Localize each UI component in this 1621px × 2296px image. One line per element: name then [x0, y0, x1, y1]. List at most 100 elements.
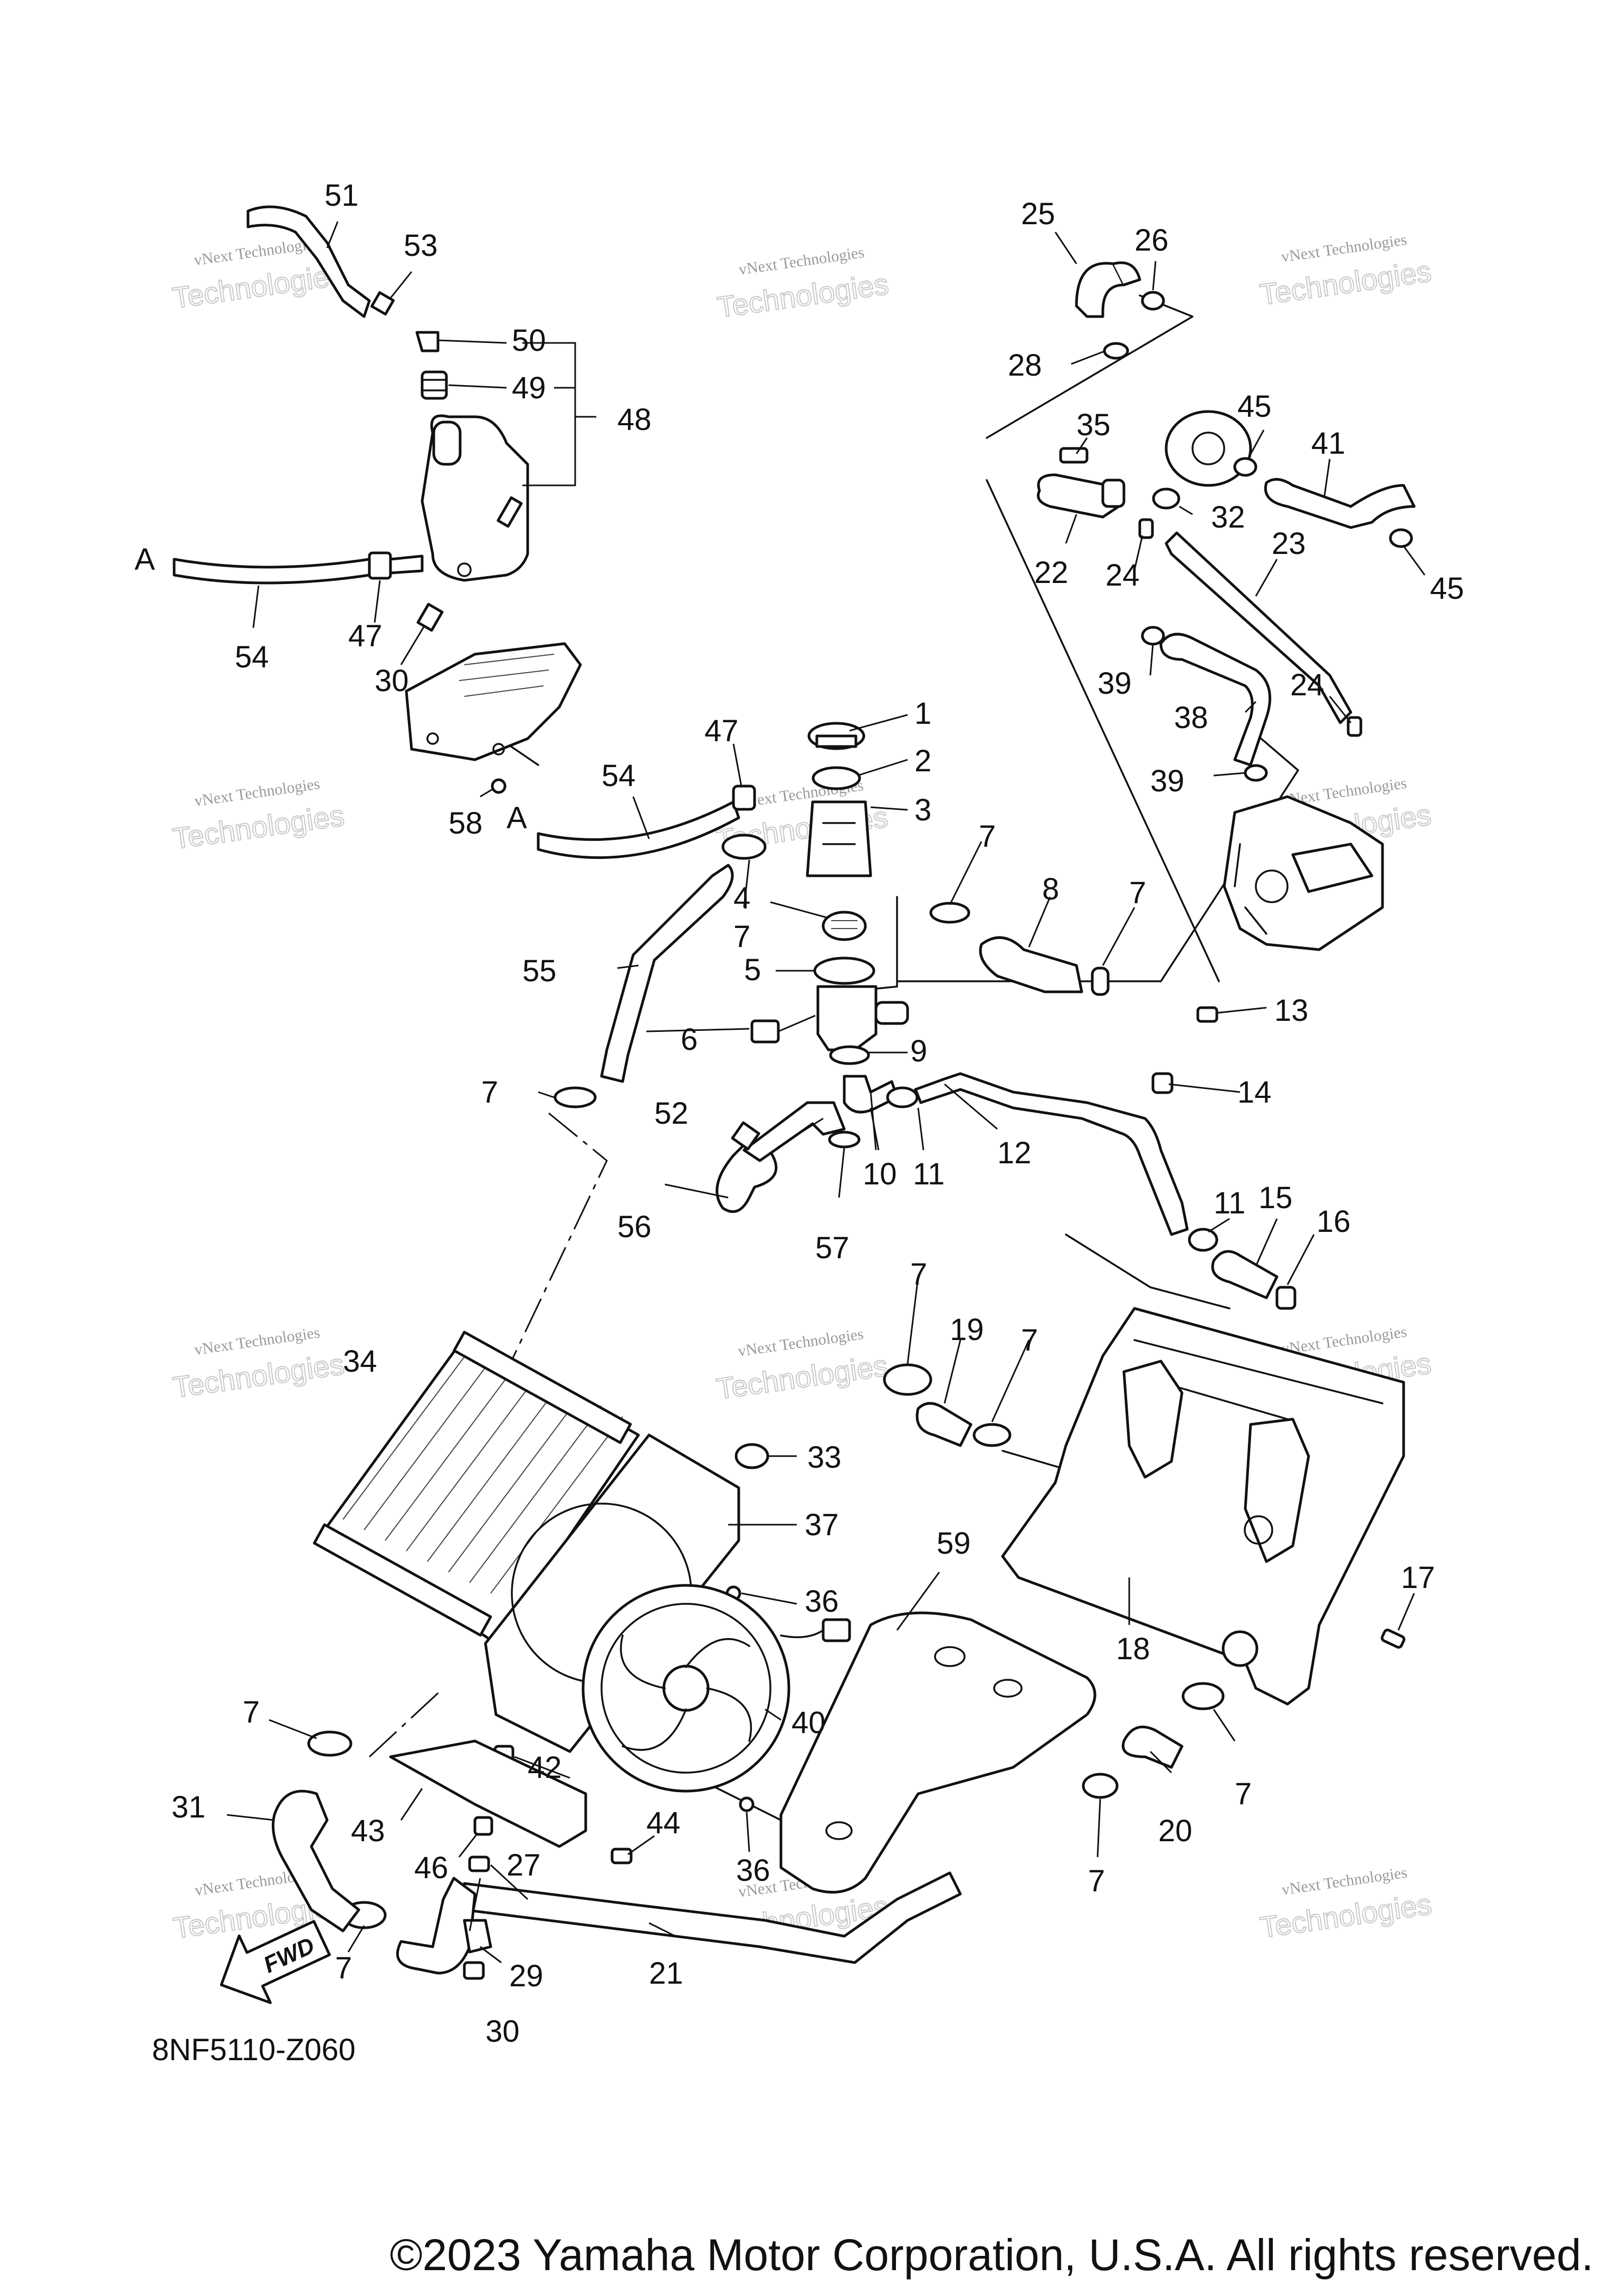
clamp-11-right [1188, 1228, 1218, 1252]
callout-34: 34 [343, 1344, 377, 1379]
callout-36-bottom: 36 [736, 1853, 770, 1888]
callout-38: 38 [1174, 701, 1208, 735]
callout-42: 42 [528, 1750, 562, 1785]
clamp-7-hose8-b [1091, 967, 1110, 996]
cushion-33 [735, 1443, 769, 1469]
callout-16: 16 [1317, 1204, 1351, 1239]
reservoir-breather-hose [246, 205, 395, 318]
callout-30-top: 30 [375, 664, 409, 698]
callout-51: 51 [325, 178, 359, 213]
callout-4: 4 [733, 881, 750, 915]
clip-24-bottom [1347, 716, 1362, 737]
callout-29: 29 [509, 1959, 543, 1993]
callout-22: 22 [1034, 556, 1069, 590]
hose-20 [1122, 1725, 1184, 1769]
clip-52 [731, 1121, 760, 1151]
bracket-29 [463, 1919, 492, 1954]
hose-8 [979, 936, 1083, 993]
callout-39-top: 39 [1098, 666, 1132, 701]
assembly-line-radiator-lower [368, 1687, 444, 1758]
callout-44: 44 [646, 1806, 681, 1840]
callout-58: 58 [449, 806, 483, 840]
clamp-28 [1103, 342, 1129, 360]
callout-7-hose8-b: 7 [1129, 876, 1146, 910]
callout-50: 50 [512, 323, 546, 358]
callout-30-bottom: 30 [485, 2014, 520, 2049]
callout-7-55-top: 7 [733, 920, 750, 954]
frame-18 [1001, 1307, 1405, 1706]
bracket-line-48 [522, 342, 596, 486]
hose-21 [396, 1871, 962, 1975]
callout-26: 26 [1134, 223, 1169, 257]
callout-47-mid: 47 [704, 714, 739, 748]
bolt-13 [1196, 1006, 1218, 1023]
callout-52: 52 [654, 1096, 689, 1131]
clip-30-bottom [463, 1961, 485, 1980]
hose-55 [600, 864, 734, 1083]
callout-labels: 1 2 3 4 5 6 7 7 7 7 7 7 7 7 7 7 8 9 10 1… [135, 178, 1464, 2067]
clamp-7-55-bottom [554, 1086, 597, 1108]
clamp-39-top [1141, 626, 1165, 646]
callout-32: 32 [1211, 500, 1245, 534]
clamp-47-mid [732, 785, 756, 811]
callout-12: 12 [997, 1136, 1032, 1170]
callout-6: 6 [681, 1022, 698, 1057]
callout-3: 3 [914, 793, 931, 827]
callout-27: 27 [507, 1848, 541, 1882]
clamp-7-31 [307, 1730, 352, 1757]
callout-24-top: 24 [1105, 558, 1140, 592]
callout-57: 57 [815, 1231, 850, 1265]
callout-7-19-bottom: 7 [1021, 1323, 1038, 1357]
callout-11-right: 11 [1214, 1186, 1245, 1220]
callout-59: 59 [937, 1526, 971, 1561]
callout-49: 49 [512, 371, 546, 405]
callout-23: 23 [1272, 527, 1306, 561]
nut-46 [473, 1816, 493, 1836]
clamp-11-left [886, 1086, 919, 1108]
callout-7-31: 7 [243, 1695, 260, 1729]
pump-cover [1165, 410, 1252, 487]
callout-15: 15 [1258, 1181, 1293, 1215]
clamp-16 [1275, 1286, 1296, 1310]
callout-54-top: 54 [235, 640, 269, 674]
leader-lines [226, 221, 1426, 1964]
callout-11-left: 11 [913, 1157, 945, 1191]
filler-neck-3 [806, 800, 872, 877]
coolant-reservoir-tank [421, 414, 529, 582]
callout-37: 37 [805, 1508, 839, 1542]
callout-7-hose8-a: 7 [979, 819, 996, 854]
callout-40: 40 [792, 1706, 826, 1740]
reservoir-bracket [405, 642, 582, 761]
bracket-clip-30-top [416, 602, 444, 632]
clamp-7-55-top [721, 834, 767, 860]
bolt-17 [1380, 1629, 1406, 1649]
water-pump-housing [1223, 795, 1384, 951]
clamp-9 [829, 1045, 870, 1065]
hose-23 [1165, 531, 1352, 724]
clamp-39-bottom [1244, 764, 1268, 782]
gasket-5 [813, 956, 875, 985]
hose-22 [1037, 473, 1126, 519]
hose-41 [1264, 478, 1416, 529]
callout-20: 20 [1158, 1814, 1193, 1848]
hose-15 [1211, 1250, 1279, 1299]
callout-7-19-top: 7 [910, 1257, 927, 1292]
gasket-2 [812, 766, 861, 790]
bolt-35 [1059, 447, 1089, 464]
reservoir-cap [421, 370, 448, 400]
callout-2: 2 [914, 744, 931, 778]
copyright-notice: ©2023 Yamaha Motor Corporation, U.S.A. A… [389, 2230, 1594, 2280]
callout-17: 17 [1401, 1561, 1435, 1595]
assembly-line-22 [986, 479, 1220, 982]
shroud-59 [779, 1611, 1096, 1894]
callout-48: 48 [617, 403, 652, 437]
callout-45-top: 45 [1237, 389, 1272, 424]
callout-14: 14 [1237, 1075, 1272, 1109]
hose-31 [272, 1790, 360, 1933]
assembly-line-15 [1065, 1233, 1231, 1309]
assembly-line-radiator-upper [500, 1112, 608, 1383]
callout-46: 46 [414, 1851, 449, 1885]
callout-10: 10 [863, 1157, 897, 1191]
callout-9: 9 [910, 1034, 927, 1068]
